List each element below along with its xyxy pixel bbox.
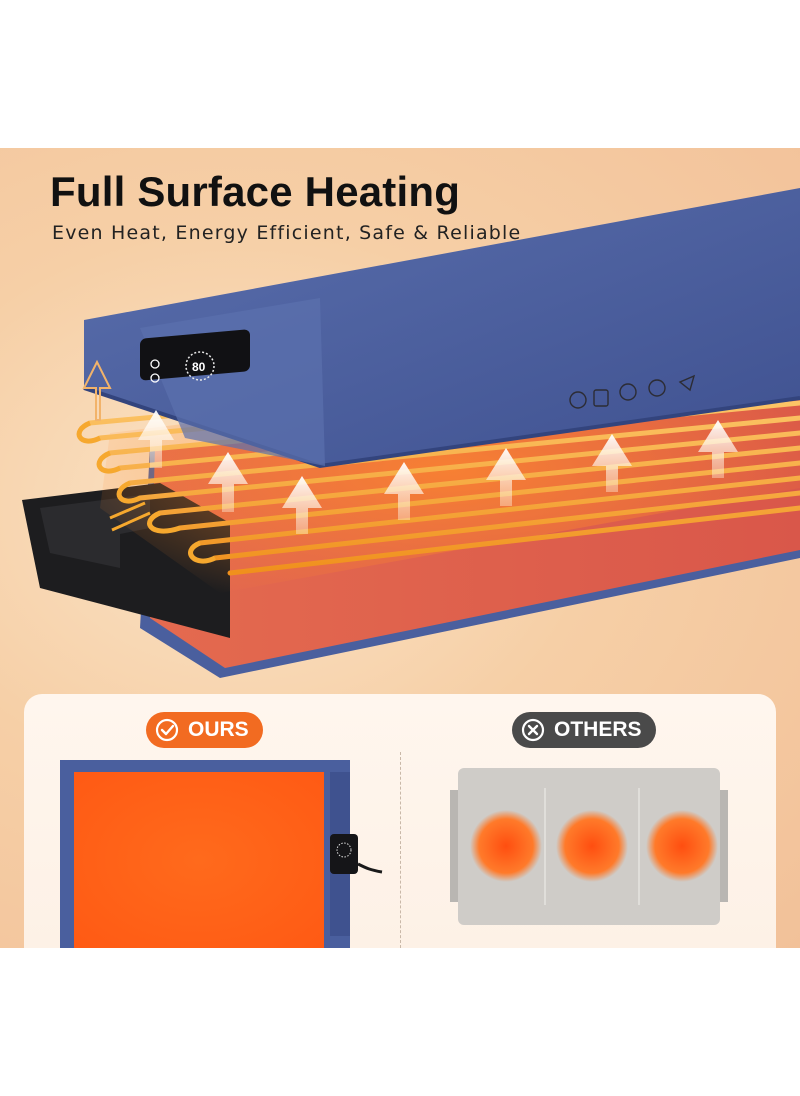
power-cord — [357, 862, 383, 874]
page-subtitle: Even Heat, Energy Efficient, Safe & Reli… — [52, 222, 522, 244]
ours-full-surface-heating-illustration — [60, 760, 383, 948]
page-title: Full Surface Heating — [50, 168, 461, 215]
others-label: OTHERS — [554, 718, 642, 741]
heat-spot — [646, 810, 718, 882]
top-surface-layer: 80 — [83, 188, 800, 469]
heat-flow-arrows — [82, 359, 738, 534]
up-arrow-icon — [138, 410, 174, 468]
controller-icon — [330, 834, 358, 874]
up-arrow-icon — [384, 462, 424, 520]
comparison-divider — [400, 752, 401, 948]
check-circle-icon — [155, 718, 179, 742]
safety-certification-icons — [569, 374, 696, 409]
temperature-controller: 80 — [140, 329, 250, 383]
up-arrow-icon — [698, 420, 738, 478]
up-arrow-icon — [592, 434, 632, 492]
x-circle-icon — [521, 718, 545, 742]
up-arrow-icon — [208, 452, 248, 512]
controller-temperature-text: 80 — [192, 360, 206, 374]
heat-spot — [470, 810, 542, 882]
heating-pad-layers-illustration: 80 — [22, 188, 800, 678]
up-arrow-icon — [282, 476, 322, 534]
others-spot-heating-illustration — [450, 768, 728, 925]
up-arrow-icon — [486, 448, 526, 506]
ours-badge: OURS — [146, 712, 263, 748]
ours-label: OURS — [188, 718, 249, 741]
others-badge: OTHERS — [512, 712, 656, 748]
product-infographic: 80 Full Surface Heating Even He — [0, 148, 800, 948]
heat-spot — [556, 810, 628, 882]
up-arrow-icon — [82, 359, 112, 421]
